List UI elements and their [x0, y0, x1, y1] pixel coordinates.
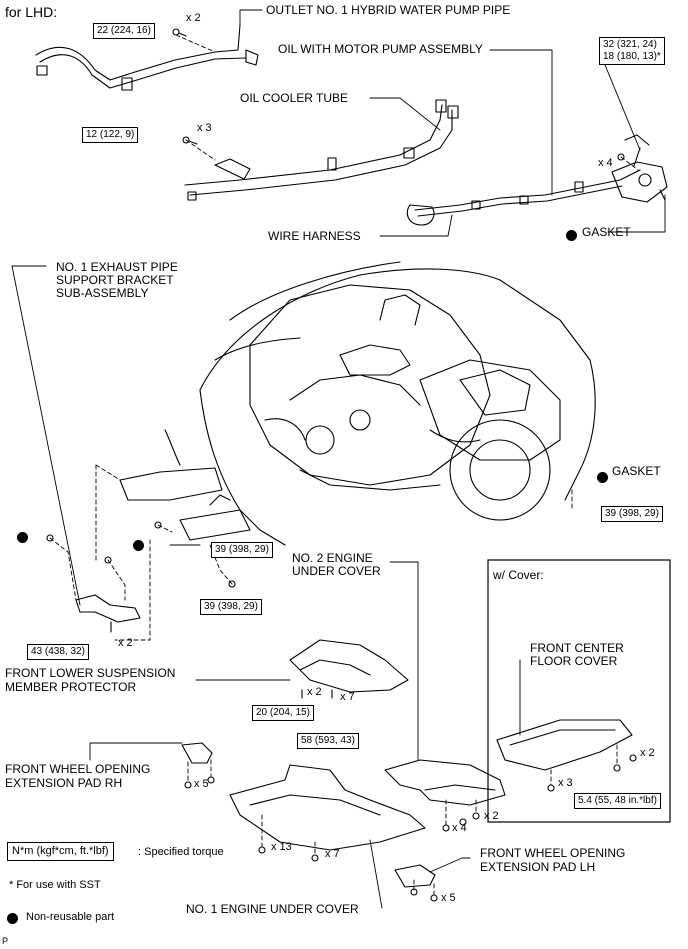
legend-torque-unit: N*m (kgf*cm, ft.*lbf) [7, 842, 114, 861]
exhaust-bracket-label-1: NO. 1 EXHAUST PIPE [56, 260, 178, 274]
oil-cooler-tube-label: OIL COOLER TUBE [240, 91, 349, 105]
qty-x2-no2: x 2 [484, 810, 499, 822]
torque-39-lower: 39 (398, 29) [200, 599, 262, 615]
torque-22: 22 (224, 16) [93, 23, 155, 39]
wire-harness-drawing [406, 169, 641, 226]
exhaust-bracket-drawing [46, 534, 141, 633]
legend-nonreusable-label: Non-reusable part [26, 911, 115, 923]
oil-cooler-tube-drawing [182, 99, 459, 201]
qty-x5-lh: x 5 [441, 892, 456, 904]
no2-cover-label-2: UNDER COVER [292, 564, 381, 578]
torque-32-line2: 18 (180, 13)* [603, 51, 661, 62]
torque-32: 32 (321, 24) 18 (180, 13)* [599, 37, 665, 65]
pad-lh-label-1: FRONT WHEEL OPENING [480, 846, 626, 860]
qty-x13: x 13 [271, 841, 292, 853]
figure-code: P [2, 936, 9, 946]
outlet-water-pump-pipe-drawing [35, 24, 259, 91]
legend-nonreusable-icon [7, 913, 18, 924]
qty-x7-no1: x 7 [325, 848, 340, 860]
torque-58: 58 (593, 43) [297, 733, 359, 749]
exhaust-nonreusable-icon-right [133, 540, 144, 551]
outlet-pipe-label: OUTLET NO. 1 HYBRID WATER PUMP PIPE [266, 3, 511, 17]
qty-x2-pipe-bolts: x 2 [186, 12, 201, 24]
qty-x7-cover: x 7 [340, 691, 355, 703]
gasket-mid-label: GASKET [612, 464, 661, 478]
qty-x2-bracket: x 2 [118, 637, 133, 649]
exhaust-bracket-label-2: SUPPORT BRACKET [56, 273, 174, 287]
qty-x4-pump-bolts: x 4 [598, 157, 613, 169]
torque-32-line1: 32 (321, 24) [603, 39, 657, 50]
legend-sst-note: * For use with SST [9, 879, 101, 891]
torque-20: 20 (204, 15) [252, 705, 314, 721]
protector-label-2: MEMBER PROTECTOR [5, 680, 137, 694]
pad-lh-label-2: EXTENSION PAD LH [480, 860, 596, 874]
no2-cover-label-1: NO. 2 ENGINE [292, 551, 373, 565]
qty-x4-no2: x 4 [452, 822, 467, 834]
no1-cover-label: NO. 1 ENGINE UNDER COVER [186, 902, 359, 916]
legend-torque-desc: : Specified torque [138, 846, 224, 858]
exhaust-nonreusable-icon-left [17, 532, 28, 543]
wheel-pad-lh-drawing [394, 864, 438, 902]
protector-label-1: FRONT LOWER SUSPENSION [5, 666, 176, 680]
gasket-mid-nonreusable-icon [597, 472, 608, 483]
exhaust-pipe-drawing [119, 429, 251, 588]
vehicle-engine-drawing [199, 261, 596, 546]
qty-x2-cover: x 2 [307, 686, 322, 698]
qty-x5-rh: x 5 [194, 778, 209, 790]
torque-12: 12 (122, 9) [82, 127, 139, 143]
qty-x3-floor: x 3 [558, 777, 573, 789]
wire-harness-label: WIRE HARNESS [268, 229, 361, 243]
qty-x2-floor: x 2 [640, 747, 655, 759]
gasket-top-label: GASKET [582, 225, 631, 239]
pad-rh-label-1: FRONT WHEEL OPENING [5, 762, 151, 776]
oil-motor-pump-drawing [611, 134, 668, 203]
torque-43: 43 (438, 32) [27, 644, 89, 660]
oil-pump-label: OIL WITH MOTOR PUMP ASSEMBLY [278, 42, 483, 56]
center-floor-label-2: FLOOR COVER [530, 654, 618, 668]
w-cover-frame [487, 559, 671, 823]
pad-rh-label-2: EXTENSION PAD RH [5, 776, 123, 790]
gasket-top-nonreusable-icon [566, 230, 577, 241]
qty-x3-tube-bolts: x 3 [197, 122, 212, 134]
center-floor-label-1: FRONT CENTER [530, 641, 624, 655]
w-cover-label: w/ Cover: [493, 568, 544, 582]
for-lhd-label: for LHD: [5, 4, 58, 20]
no1-under-cover-drawing [229, 764, 426, 862]
exhaust-bracket-label-3: SUB-ASSEMBLY [56, 286, 149, 300]
torque-5-4: 5.4 (55, 48 in.*lbf) [574, 793, 661, 809]
torque-39-right: 39 (398, 29) [601, 506, 663, 522]
torque-39-mid: 39 (398, 29) [211, 542, 273, 558]
